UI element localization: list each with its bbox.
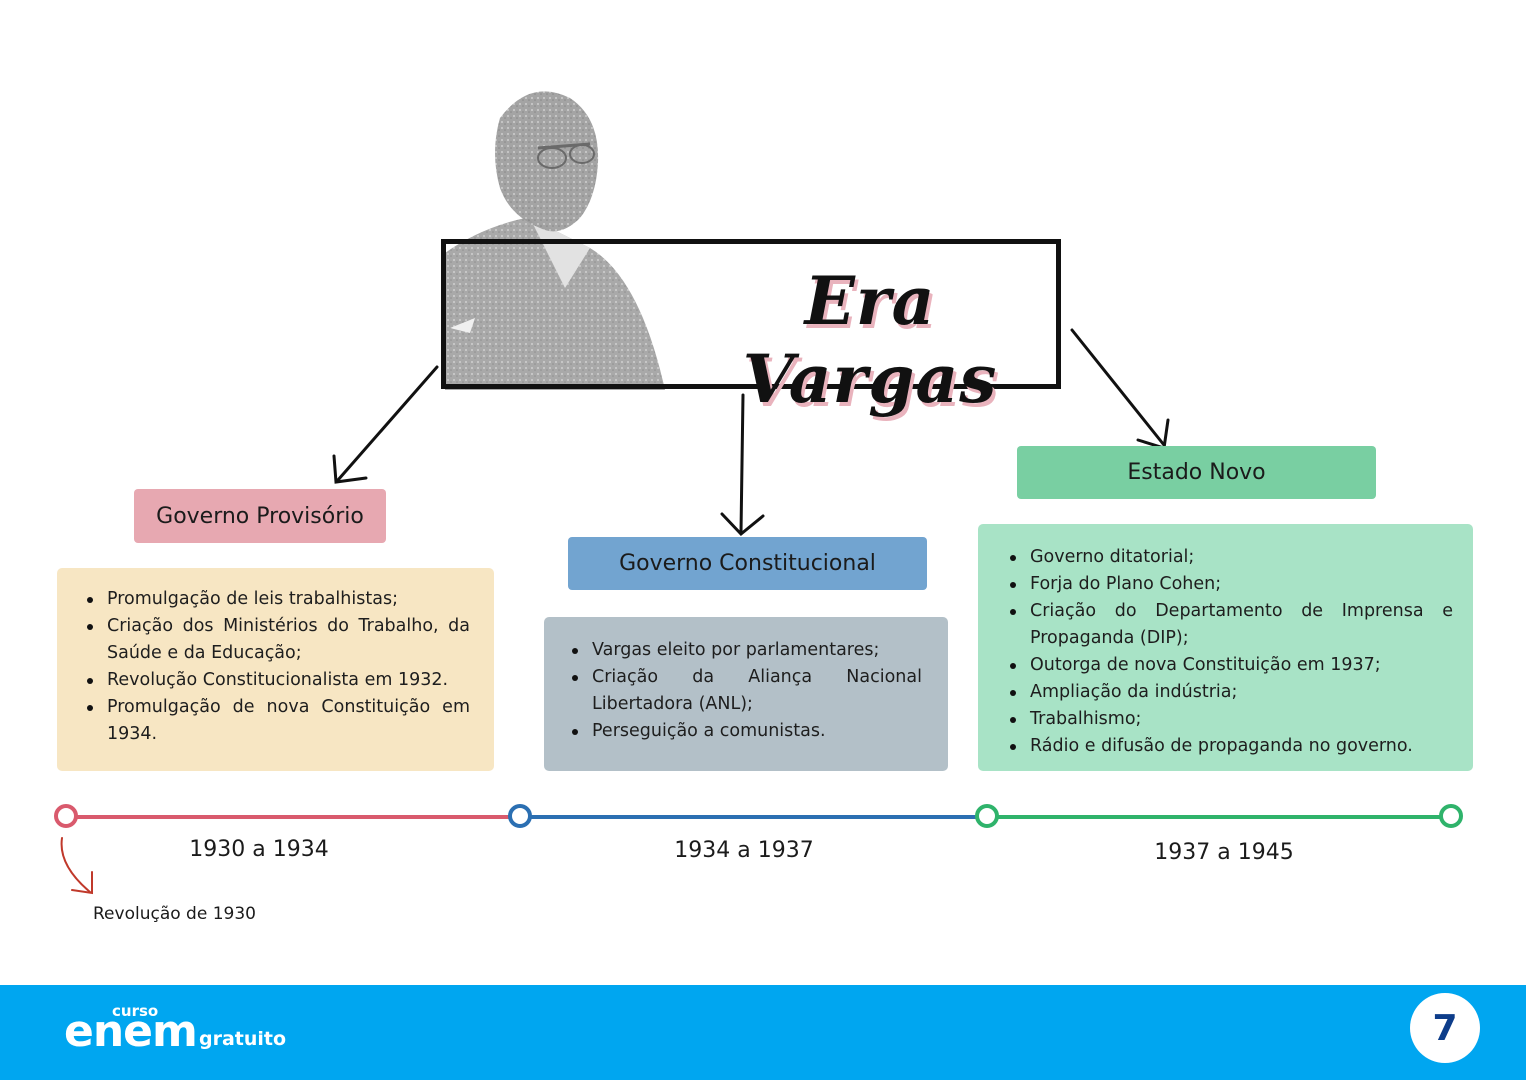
list-item: Vargas eleito por parlamentares;: [572, 637, 922, 664]
footer-bar: [0, 985, 1526, 1080]
list-item: Rádio e difusão de propaganda no governo…: [1010, 733, 1453, 760]
timeline-node-1930: [54, 804, 78, 828]
list-item: Criação da Aliança Nacional Libertadora …: [572, 664, 922, 718]
governo-constitucional-card: Vargas eleito por parlamentares; Criação…: [544, 617, 948, 771]
period-label-provisorio: 1930 a 1934: [189, 837, 329, 862]
page-number: 7: [1432, 1007, 1458, 1049]
title-box: [441, 239, 1061, 389]
list-item: Promulgação de nova Constituição em 1934…: [87, 694, 470, 748]
period-label-constitucional: 1934 a 1937: [674, 838, 814, 863]
governo-constitucional-header: Governo Constitucional: [568, 537, 927, 590]
list-item: Criação dos Ministérios do Trabalho, da …: [87, 613, 470, 667]
page-number-badge: 7: [1410, 993, 1480, 1063]
arrow-head-constitucional: [720, 512, 765, 537]
arrow-to-estado-novo: [1070, 328, 1166, 447]
list-item: Ampliação da indústria;: [1010, 679, 1453, 706]
arrow-to-provisorio: [336, 365, 439, 482]
logo-enem-text: enem: [64, 1006, 198, 1057]
logo-gratuito-text: gratuito: [199, 1028, 287, 1050]
list-item: Forja do Plano Cohen;: [1010, 571, 1453, 598]
arrow-head-estado-novo: [1136, 418, 1170, 450]
arrow-head-revolucao: [71, 871, 93, 895]
timeline-segment-provisorio: [67, 815, 521, 819]
arrow-to-constitucional: [739, 393, 745, 534]
timeline-node-1937: [975, 804, 999, 828]
arrow-to-revolucao: [60, 837, 91, 893]
governo-provisorio-header: Governo Provisório: [134, 489, 386, 543]
logo-curso-text: curso: [112, 1002, 159, 1020]
vargas-portrait-image: [445, 91, 665, 390]
governo-provisorio-card: Promulgação de leis trabalhistas; Criaçã…: [57, 568, 494, 771]
timeline-note: Revolução de 1930: [93, 904, 256, 924]
list-item: Governo ditatorial;: [1010, 544, 1453, 571]
timeline-node-1945: [1439, 804, 1463, 828]
arrow-head-provisorio: [332, 454, 368, 484]
list-item: Outorga de nova Constituição em 1937;: [1010, 652, 1453, 679]
period-label-estado-novo: 1937 a 1945: [1154, 840, 1294, 865]
list-item: Revolução Constitucionalista em 1932.: [87, 667, 470, 694]
timeline-segment-constitucional: [521, 815, 988, 819]
list-item: Perseguição a comunistas.: [572, 718, 922, 745]
estado-novo-header: Estado Novo: [1017, 446, 1376, 499]
list-item: Criação do Departamento de Imprensa e Pr…: [1010, 598, 1453, 652]
page-title: Era Vargas: [742, 262, 998, 418]
timeline-node-1934: [508, 804, 532, 828]
list-item: Trabalhismo;: [1010, 706, 1453, 733]
estado-novo-card: Governo ditatorial; Forja do Plano Cohen…: [978, 524, 1473, 771]
list-item: Promulgação de leis trabalhistas;: [87, 586, 470, 613]
timeline-segment-estado-novo: [988, 815, 1452, 819]
